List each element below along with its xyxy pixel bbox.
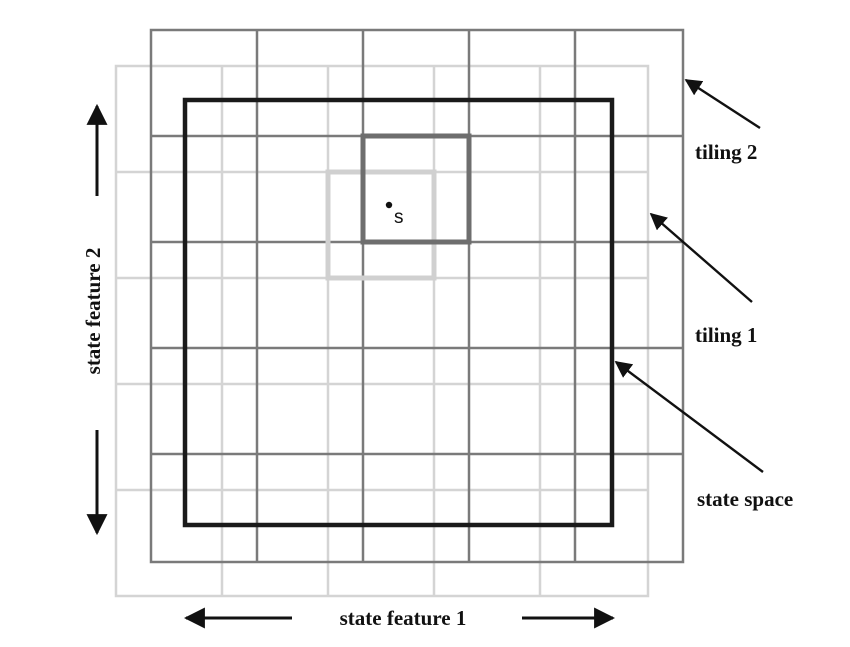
state-point-label: s xyxy=(394,207,404,228)
state-point xyxy=(385,201,393,209)
tiling-2-label: tiling 2 xyxy=(695,140,757,164)
state-space-label: state space xyxy=(697,487,793,511)
tiling-1-arrow xyxy=(649,212,753,303)
active-tile-tiling-2 xyxy=(360,133,472,245)
feature-1-label: state feature 1 xyxy=(340,606,467,630)
state-space-arrow xyxy=(614,360,764,473)
tiling-1-label: tiling 1 xyxy=(695,323,757,347)
state-space-boundary xyxy=(182,97,615,528)
tiling-2-arrow xyxy=(684,78,761,130)
tiling-1-grid xyxy=(114,64,650,598)
active-tile-tiling-1 xyxy=(325,169,437,281)
feature-2-label: state feature 2 xyxy=(81,248,105,375)
tiling-2-grid xyxy=(149,28,685,564)
